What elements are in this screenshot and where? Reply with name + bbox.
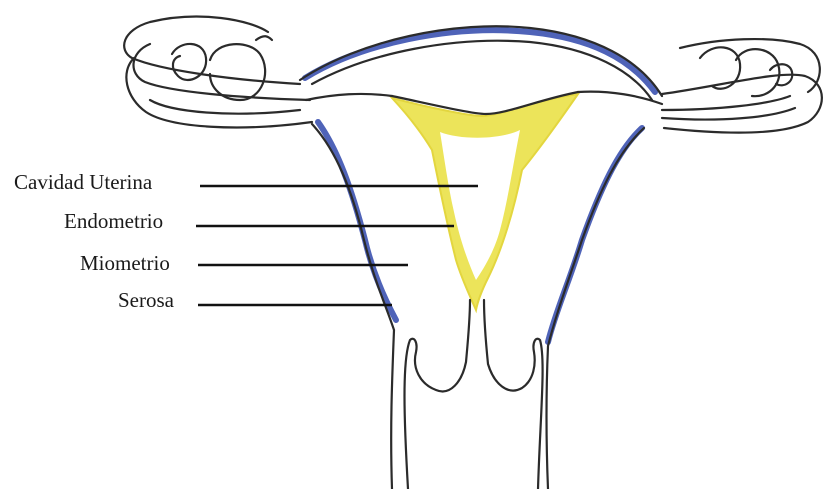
label-serosa: Serosa [118,290,174,311]
serosa-right-side [548,128,642,342]
leader-lines [196,186,478,305]
label-endometrio: Endometrio [64,211,163,232]
label-miometrio: Miometrio [80,253,170,274]
label-cavidad-uterina: Cavidad Uterina [14,172,152,193]
serosa-left-side [318,122,396,320]
